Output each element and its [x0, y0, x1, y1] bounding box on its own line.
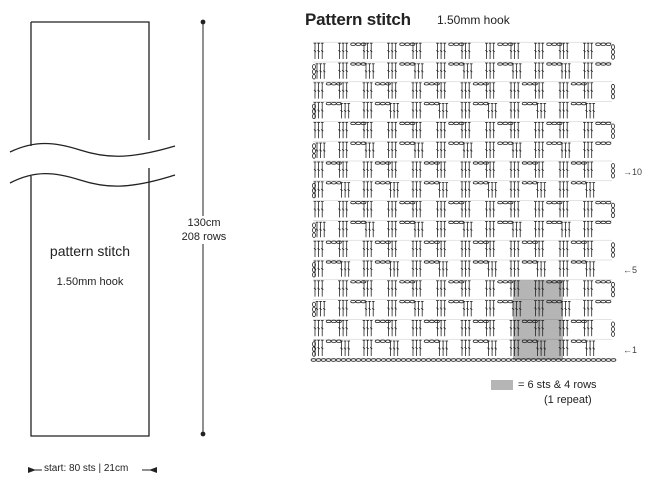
start-arrow-right — [149, 467, 157, 473]
legend-swatch — [491, 380, 513, 390]
legend-repeat-note: (1 repeat) — [544, 394, 592, 406]
break-wave-upper — [9, 142, 176, 157]
row-marker-10: →10 — [623, 167, 643, 177]
crochet-chart — [310, 42, 617, 362]
scarf-stitch-label: pattern stitch — [49, 243, 131, 259]
stitch-symbols — [310, 42, 617, 362]
chart-title: Pattern stitch — [305, 10, 411, 29]
legend-repeat-text: = 6 sts & 4 rows — [518, 379, 597, 391]
scarf-outline-bottom — [30, 168, 150, 437]
row-marker-1: ←1 — [623, 345, 638, 355]
start-label: start: 80 sts | 21cm — [44, 463, 129, 474]
scarf-hook-label: 1.50mm hook — [56, 276, 124, 288]
length-cm: 130cm — [187, 217, 221, 229]
chart-hook: 1.50mm hook — [437, 13, 510, 27]
row-marker-5: ←5 — [623, 265, 638, 275]
scarf-schematic — [9, 19, 206, 473]
break-wave-lower — [9, 173, 176, 187]
scarf-outline-top — [30, 21, 150, 146]
length-rows: 208 rows — [181, 231, 227, 243]
length-dimension-label: 130cm 208 rows — [176, 216, 232, 244]
